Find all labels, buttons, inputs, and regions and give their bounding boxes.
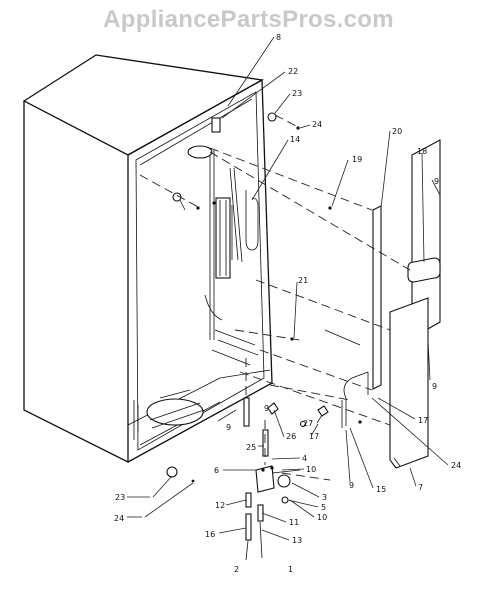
callout-19: 19	[352, 155, 362, 164]
callout-17: 17	[418, 416, 428, 425]
callout-underlines	[127, 496, 150, 518]
callout-10: 10	[306, 465, 316, 474]
callout-25: 25	[246, 443, 256, 452]
callout-9: 9	[349, 481, 354, 490]
callout-7: 7	[418, 483, 423, 492]
callout-9: 9	[226, 423, 231, 432]
callout-20: 20	[392, 127, 402, 136]
callout-22: 22	[288, 67, 298, 76]
callout-11: 11	[289, 518, 299, 527]
callout-17: 17	[309, 432, 319, 441]
refrigerator-cabinet	[22, 54, 273, 464]
callout-12: 12	[215, 501, 225, 510]
callout-3: 3	[322, 493, 327, 502]
callout-8: 9	[264, 404, 269, 413]
callout-13: 13	[292, 536, 302, 545]
callout-27: 27	[303, 419, 313, 428]
callout-24: 24	[114, 514, 124, 523]
callout-21: 21	[298, 276, 308, 285]
callout-18: 18	[417, 147, 427, 156]
callout-9: 9	[432, 382, 437, 391]
assembly-lines	[139, 114, 411, 481]
callout-26: 26	[286, 432, 296, 441]
callout-23: 23	[115, 493, 125, 502]
watermark: AppliancePartsPros.com	[103, 6, 394, 33]
callout-5: 5	[321, 503, 326, 512]
callout-4: 4	[302, 454, 307, 463]
callout-24: 24	[451, 461, 461, 470]
callout-23: 23	[292, 89, 302, 98]
callout-10: 10	[317, 513, 327, 522]
callout-16: 16	[205, 530, 215, 539]
callout-6: 6	[214, 466, 219, 475]
callout-1: 1	[288, 565, 293, 574]
callout-leaders	[144, 36, 449, 541]
callout-8: 8	[276, 33, 281, 42]
rear-panels	[324, 139, 441, 469]
callout-15: 15	[376, 485, 386, 494]
loose-parts	[166, 112, 362, 561]
callout-24: 24	[312, 120, 322, 129]
callout-9: 9	[434, 177, 439, 186]
callout-2: 2	[234, 565, 239, 574]
callout-14: 14	[290, 135, 300, 144]
callout-numbers: 8 22 23 24 14 20 19 18 9 21 9 9 17 27 17…	[114, 33, 461, 574]
